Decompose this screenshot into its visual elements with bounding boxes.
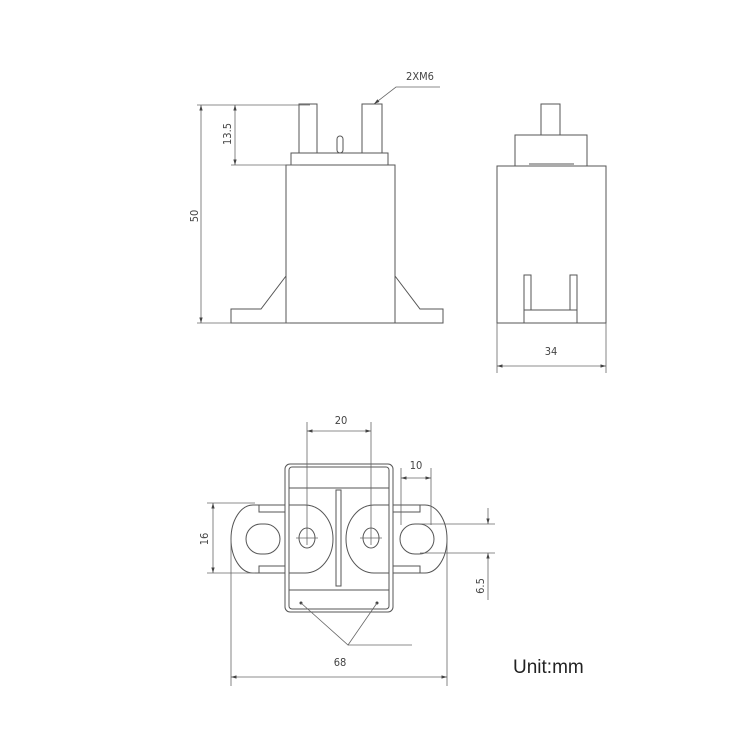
dim-13-5-label: 13.5 [221, 123, 234, 145]
terminal-left [298, 103, 318, 154]
dim-68-label: 68 [334, 656, 347, 669]
terminal-right [361, 103, 383, 154]
side-bracket [523, 274, 578, 323]
side-view: 34 [496, 103, 607, 373]
dim-10-label: 10 [410, 459, 423, 472]
ear-slot-left [245, 523, 281, 555]
flange-right [394, 275, 444, 324]
dim-50-label: 50 [188, 210, 201, 223]
top-plate [290, 152, 389, 166]
dim-16-label: 16 [198, 533, 211, 546]
ear-slot-right [399, 523, 435, 555]
terminal-pad-right [345, 504, 389, 574]
front-view: 50 13.5 2XM6 [188, 70, 444, 324]
side-body [496, 165, 607, 324]
side-top-block [514, 134, 588, 167]
center-divider [335, 489, 342, 587]
thread-spec-label: 2XM6 [406, 70, 434, 83]
dim-34-label: 34 [545, 345, 558, 358]
coil-pin [336, 135, 344, 154]
ear-right [393, 504, 448, 574]
relay-body [285, 164, 396, 324]
flange-left [230, 275, 287, 324]
dim-6-5-label: 6.5 [474, 578, 487, 594]
side-terminal [540, 103, 561, 136]
dim-20-label: 20 [335, 414, 348, 427]
thread-leader [373, 86, 440, 105]
terminal-pad-left [289, 504, 334, 574]
unit-label: Unit:mm [513, 657, 584, 678]
bottom-body [284, 463, 394, 613]
ear-left [230, 504, 285, 574]
bottom-view: 20 10 16 6.5 68 [198, 414, 495, 686]
